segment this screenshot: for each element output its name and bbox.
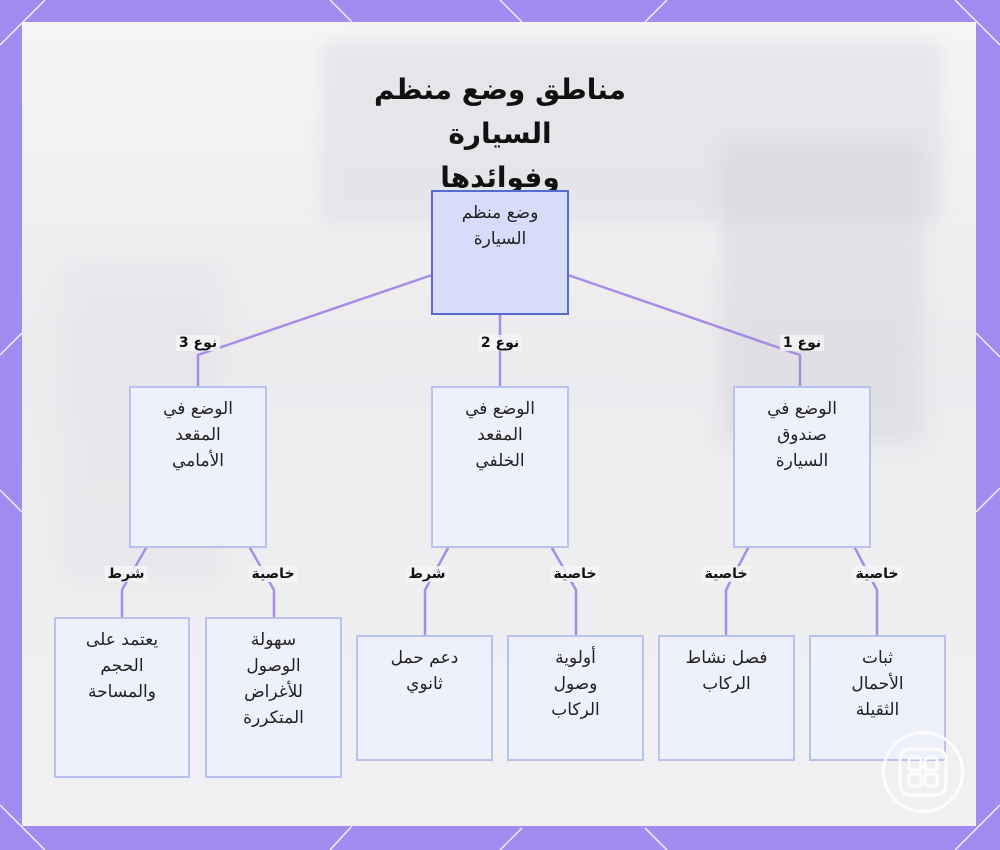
back-condition-label: دعم حمل ثانوي	[390, 648, 459, 694]
grid-logo-icon	[882, 731, 964, 813]
back-condition-node: دعم حمل ثانوي	[356, 635, 493, 761]
edge-label-type1: نوع 1	[779, 335, 825, 351]
edge-back-feat	[550, 546, 578, 637]
title-line-1: مناطق وضع منظم السيارة	[374, 73, 626, 150]
edge-trunk-feat1	[724, 546, 750, 637]
edge-label-trunk-feat2: خاصية	[852, 566, 902, 582]
front-condition-label: يعتمد على الحجم والمساحة	[85, 630, 159, 702]
root-node-label: وضع منظم السيارة	[461, 203, 539, 249]
edge-root-trunk	[566, 273, 802, 388]
trunk-feature-2-label: ثبات الأحمال الثقيلة	[851, 648, 904, 720]
edge-label-back-feat: خاصية	[550, 566, 600, 582]
trunk-feature-1-node: فصل نشاط الركاب	[658, 635, 795, 761]
front-feature-node: سهولة الوصول للأغراض المتكررة	[205, 617, 342, 778]
trunk-feature-1-label: فصل نشاط الركاب	[685, 648, 768, 694]
edge-label-type2: نوع 2	[477, 335, 523, 351]
trunk-node: الوضع في صندوق السيارة	[733, 386, 871, 548]
edge-label-front-cond: شرط	[104, 566, 148, 582]
root-node: وضع منظم السيارة	[431, 190, 569, 315]
back-feature-node: أولوية وصول الركاب	[507, 635, 644, 761]
front-condition-node: يعتمد على الحجم والمساحة	[54, 617, 190, 778]
title-line-2: وفوائدها	[440, 161, 560, 194]
edge-front-cond	[120, 546, 148, 619]
background-blur	[322, 42, 942, 222]
front-seat-label: الوضع في المقعد الأمامي	[163, 399, 233, 471]
trunk-label: الوضع في صندوق السيارة	[767, 399, 837, 471]
edge-front-feat	[248, 546, 276, 619]
back-seat-label: الوضع في المقعد الخلفي	[465, 399, 535, 471]
edge-label-front-feat: خاصية	[248, 566, 298, 582]
edge-back-cond	[423, 546, 450, 637]
edge-trunk-feat2	[853, 546, 879, 637]
back-feature-label: أولوية وصول الركاب	[551, 648, 600, 720]
edge-label-type3: نوع 3	[175, 335, 221, 351]
back-seat-node: الوضع في المقعد الخلفي	[431, 386, 569, 548]
front-seat-node: الوضع في المقعد الأمامي	[129, 386, 267, 548]
edge-root-front	[196, 273, 434, 388]
edge-label-back-cond: شرط	[405, 566, 449, 582]
front-feature-label: سهولة الوصول للأغراض المتكررة	[243, 630, 304, 728]
edge-label-trunk-feat1: خاصية	[701, 566, 751, 582]
diagram-title: مناطق وضع منظم السيارة وفوائدها	[320, 68, 680, 200]
